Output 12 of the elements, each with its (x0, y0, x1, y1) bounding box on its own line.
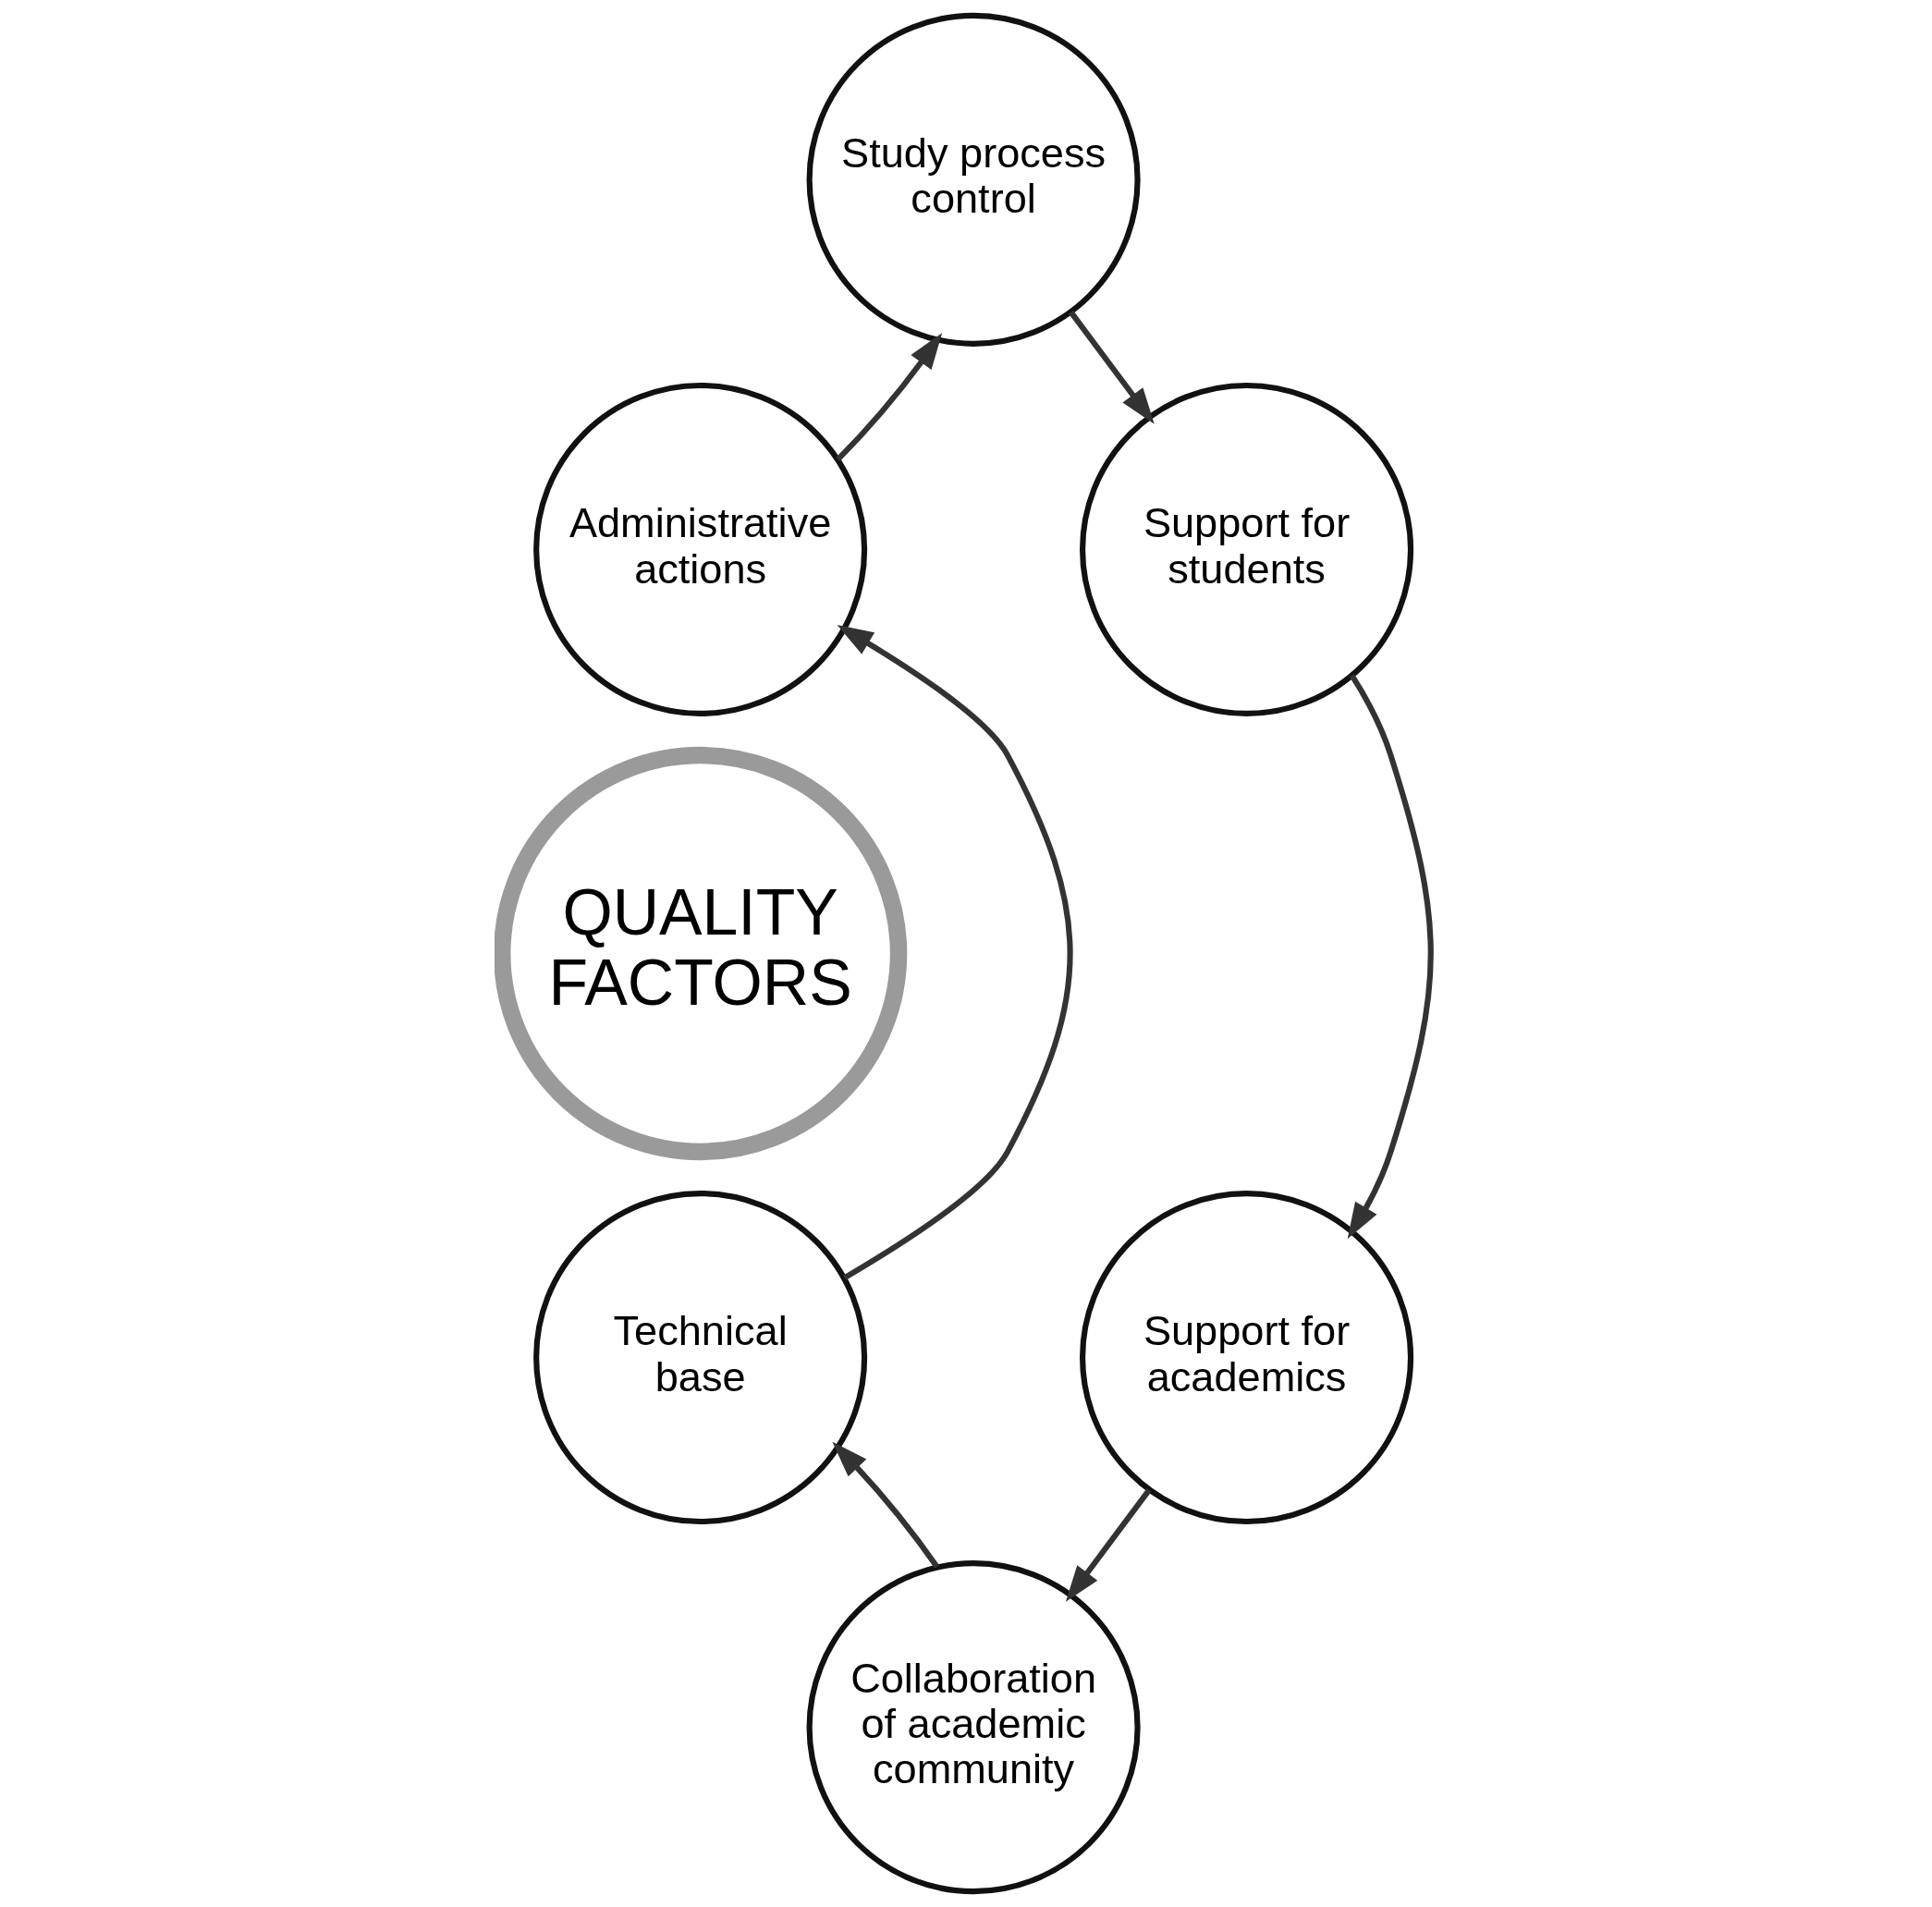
node-circle: QUALITY FACTORS (494, 746, 907, 1161)
node-circle: Support for students (1079, 382, 1413, 717)
arrow (1068, 310, 1155, 424)
arrow (831, 1441, 939, 1569)
node-circle: Collaboration of academic community (806, 1560, 1141, 1895)
arrow (1065, 1488, 1152, 1602)
arrow (835, 333, 942, 462)
arrow (1347, 674, 1434, 1240)
node-circle: Study process control (806, 12, 1141, 347)
node-circle: Administrative actions (532, 382, 867, 717)
node-circle: Support for academics (1079, 1191, 1413, 1525)
arrow (837, 624, 1073, 1280)
